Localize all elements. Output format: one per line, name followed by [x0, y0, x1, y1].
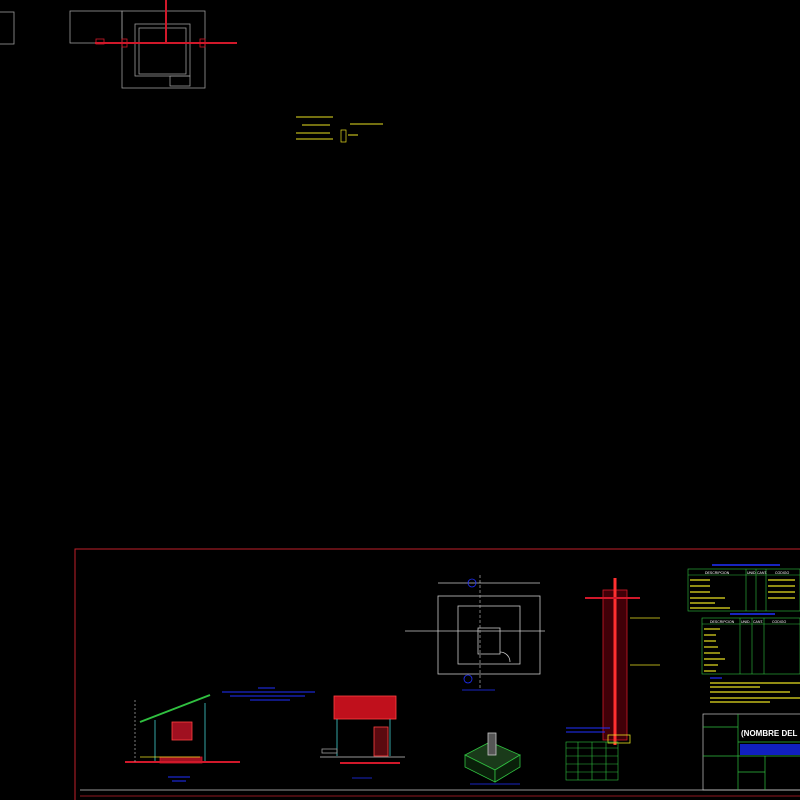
- column-detail: [585, 578, 660, 745]
- project-name: (NOMBRE DEL: [741, 729, 798, 738]
- house-front-view: [320, 695, 405, 779]
- general-notes: [710, 677, 800, 703]
- sheet-frame: [74, 548, 800, 800]
- title-block: (NOMBRE DEL: [702, 713, 800, 791]
- top-left-fragment: [0, 11, 15, 45]
- table1-header-code: CODIGO: [775, 571, 789, 575]
- house-section-drawing: [125, 694, 240, 764]
- table1-header-description: DESCRIPCION: [705, 571, 730, 575]
- booth-plan-view: [405, 575, 545, 691]
- small-data-table: [565, 727, 619, 781]
- materials-table-2: DESCRIPCION UNID. CANT. CODIGO: [701, 613, 800, 675]
- connection-detail: [296, 116, 383, 143]
- table2-header-qty: CANT.: [753, 620, 763, 624]
- table2-header-code: CODIGO: [772, 620, 786, 624]
- top-plan-view: [69, 0, 237, 89]
- table2-header-description: DESCRIPCION: [710, 620, 735, 624]
- table1-header-qty: CANT.: [757, 571, 767, 575]
- section-title-notes: [168, 687, 315, 782]
- table2-header-unit: UNID.: [741, 620, 751, 624]
- materials-table-1: DESCRIPCION UNID. CANT. CODIGO: [687, 564, 800, 612]
- isometric-foundation-view: [464, 732, 521, 785]
- table1-header-unit: UNID.: [747, 571, 757, 575]
